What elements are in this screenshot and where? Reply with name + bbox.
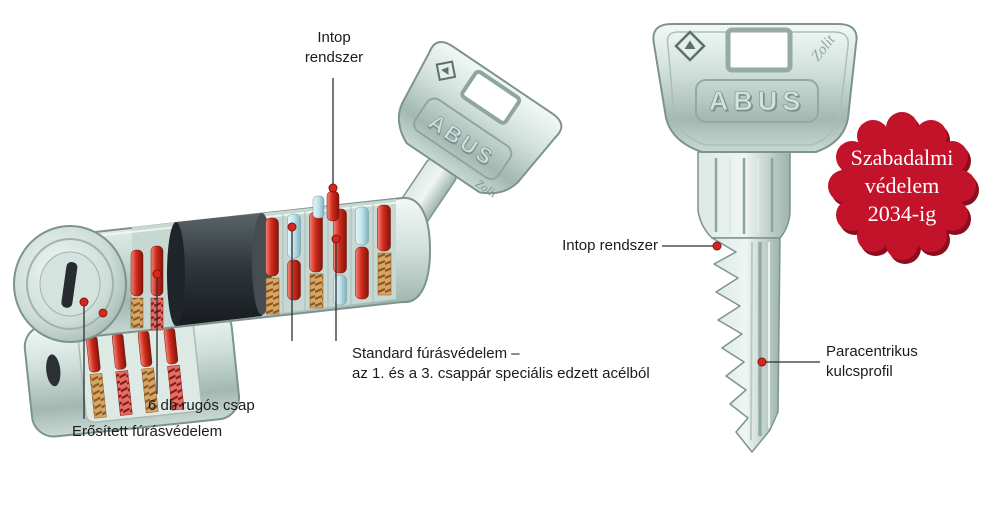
label-line: kulcsprofil <box>826 363 893 380</box>
key-shoulder-grooves <box>714 158 774 234</box>
abus-plate-outline <box>695 79 819 123</box>
key-blade-grooves <box>750 241 770 441</box>
label-intop-key: Intop rendszer <box>562 237 658 254</box>
brand-text-shadow: ABUS <box>710 88 807 118</box>
cylinder-illustration: ABUS ABUS Zolit <box>13 40 563 438</box>
cylinder-plug <box>167 213 272 326</box>
drill-protection-pin <box>98 308 108 318</box>
key-head-contour <box>666 31 849 146</box>
key-bow-hole <box>460 69 522 125</box>
keyway-slot <box>46 354 61 387</box>
label-line: rendszer <box>304 49 364 66</box>
dot-intop-key <box>712 241 722 251</box>
key-head-hole <box>725 27 793 73</box>
intop-pin <box>326 190 340 222</box>
abus-diamond-logo-icon <box>674 30 706 62</box>
label-paracentric-profile: Paracentrikus kulcsprofil <box>826 342 918 382</box>
label-standard-protection: Standard fúrásvédelem – az 1. és a 3. cs… <box>352 344 692 384</box>
brand-text: ABUS <box>709 86 806 116</box>
spring-pins <box>86 327 185 419</box>
label-line: az 1. és a 3. csappár speciális edzett a… <box>352 365 650 382</box>
dot-reinforced <box>79 297 89 307</box>
cylinder-front-cap <box>13 225 127 343</box>
abus-plate-outline <box>413 97 513 180</box>
patent-badge-text: Szabadalmi védelem 2034-ig <box>830 144 974 228</box>
front-keyway <box>61 262 78 308</box>
pin-stacks <box>265 190 392 315</box>
badge-line: Szabadalmi <box>850 145 954 170</box>
label-line: Paracentrikus <box>826 343 918 360</box>
badge-line: védelem <box>864 173 940 198</box>
key-blade <box>711 237 781 453</box>
key-illustration: Zolit ABUS ABUS <box>652 23 858 453</box>
leader-lines <box>83 78 820 419</box>
label-spring-pins: 6 db rugós csap <box>148 397 255 414</box>
label-reinforced-protection: Erősített fúrásvédelem <box>72 423 223 440</box>
cylinder-key-bow: ABUS ABUS Zolit <box>375 40 563 257</box>
badge-line: 2034-ig <box>867 201 937 226</box>
dot-intop-cylinder <box>328 183 338 193</box>
dot-standard-2 <box>331 234 341 244</box>
label-line: Standard fúrásvédelem – <box>352 345 520 362</box>
dot-profile <box>757 357 767 367</box>
label-line: Intop <box>317 29 351 46</box>
dot-springs <box>152 269 162 279</box>
dot-standard-1 <box>287 222 297 232</box>
leader-dots <box>79 183 767 367</box>
label-intop-cylinder: Intop rendszer <box>274 28 394 68</box>
key-head <box>652 23 858 153</box>
abus-diamond-logo-icon <box>435 60 457 82</box>
cylinder-main-body <box>94 190 432 338</box>
